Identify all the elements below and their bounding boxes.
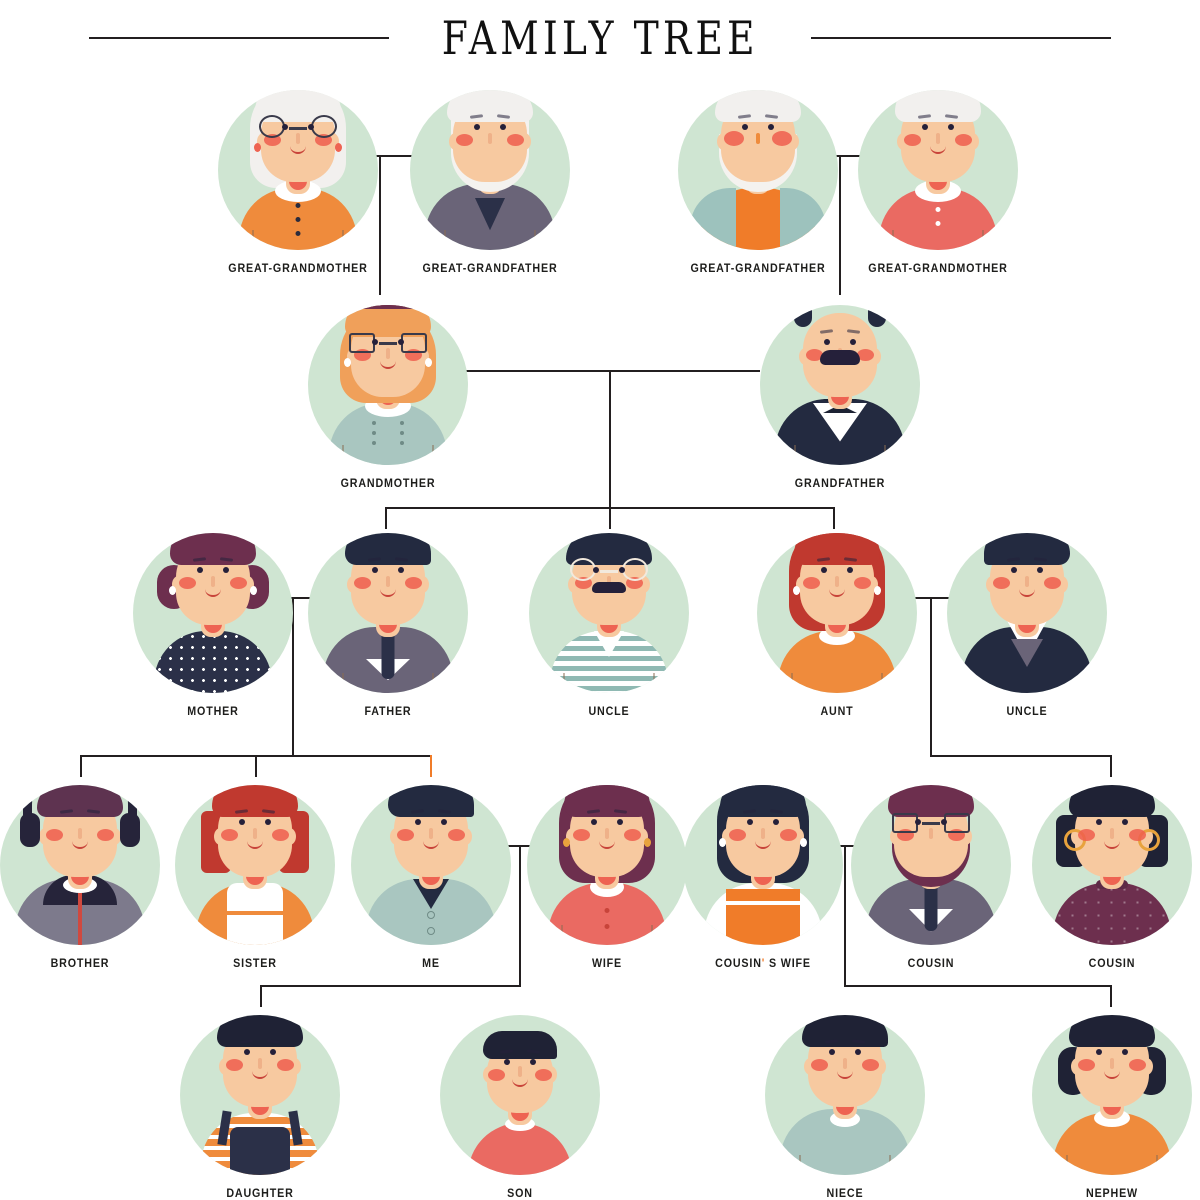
label-cousins-wife-prefix: COUSIN bbox=[715, 958, 762, 970]
connector-great-grandparents-left-drop bbox=[379, 155, 381, 295]
person-wife[interactable]: WIFE bbox=[527, 785, 687, 970]
avatar-me bbox=[351, 785, 511, 945]
connector-stub-uncle-left bbox=[609, 507, 611, 529]
connector-stub-father bbox=[385, 507, 387, 529]
avatar-aunt bbox=[757, 533, 917, 693]
avatar-sister bbox=[175, 785, 335, 945]
label-cousin-male: COUSIN bbox=[907, 958, 955, 970]
connector-cousin-couple-bar bbox=[820, 845, 872, 847]
label-son: SON bbox=[507, 1188, 533, 1200]
avatar-daughter bbox=[180, 1015, 340, 1175]
person-grandfather[interactable]: GRANDFATHER bbox=[760, 305, 920, 490]
page-title: FAMILY TREE bbox=[0, 8, 1200, 68]
avatar-mother bbox=[133, 533, 293, 693]
avatar-cousins-wife bbox=[683, 785, 843, 945]
connector-aunt-uncle-drop bbox=[930, 597, 932, 757]
avatar-uncle-right bbox=[947, 533, 1107, 693]
avatar-grandfather bbox=[760, 305, 920, 465]
avatar-grandmother bbox=[308, 305, 468, 465]
label-great-grandmother-right: GREAT-GRANDMOTHER bbox=[868, 263, 1008, 275]
title-rule-right bbox=[811, 37, 1112, 39]
avatar-brother bbox=[0, 785, 160, 945]
label-great-grandfather-left: GREAT-GRANDFATHER bbox=[422, 263, 558, 275]
person-cousins-wife[interactable]: COUSIN' S WIFE bbox=[683, 785, 843, 970]
title-rule-left bbox=[88, 37, 389, 39]
label-grandmother: GRANDMOTHER bbox=[340, 478, 436, 490]
avatar-great-grandfather-right bbox=[678, 90, 838, 250]
person-me[interactable]: ME bbox=[351, 785, 511, 970]
label-mother: MOTHER bbox=[187, 706, 239, 718]
connector-stub-nephew bbox=[1110, 985, 1112, 1007]
connector-stub-uncle-right bbox=[833, 507, 835, 529]
label-aunt: AUNT bbox=[820, 706, 854, 718]
label-daughter: DAUGHTER bbox=[226, 1188, 294, 1200]
avatar-cousin-female bbox=[1032, 785, 1192, 945]
person-sister[interactable]: SISTER bbox=[175, 785, 335, 970]
avatar-son bbox=[440, 1015, 600, 1175]
connector-mother-father-bar bbox=[268, 597, 328, 599]
connector-stub-cousin-female bbox=[1110, 755, 1112, 777]
person-aunt[interactable]: AUNT bbox=[757, 533, 917, 718]
label-nephew: NEPHEW bbox=[1086, 1188, 1138, 1200]
avatar-niece bbox=[765, 1015, 925, 1175]
label-me: ME bbox=[422, 958, 440, 970]
label-father: FATHER bbox=[364, 706, 412, 718]
connector-children-bus bbox=[260, 985, 520, 987]
connector-stub-brother bbox=[80, 755, 82, 777]
connector-me-wife-drop bbox=[519, 845, 521, 987]
person-cousin-male[interactable]: COUSIN bbox=[851, 785, 1011, 970]
person-grandmother[interactable]: GRANDMOTHER bbox=[308, 305, 468, 490]
person-nephew[interactable]: NEPHEW bbox=[1032, 1015, 1192, 1200]
label-uncle-right: UNCLE bbox=[1006, 706, 1048, 718]
connector-mother-father-drop bbox=[292, 597, 294, 757]
connector-stub-sister bbox=[255, 755, 257, 777]
label-uncle-left: UNCLE bbox=[588, 706, 630, 718]
avatar-nephew bbox=[1032, 1015, 1192, 1175]
avatar-great-grandmother-right bbox=[858, 90, 1018, 250]
page-title-text: FAMILY TREE bbox=[441, 11, 759, 65]
label-sister: SISTER bbox=[233, 958, 277, 970]
connector-grandparents-drop bbox=[609, 370, 611, 508]
person-great-grandfather-left[interactable]: GREAT-GRANDFATHER bbox=[410, 90, 570, 275]
connector-stub-me bbox=[430, 755, 432, 777]
avatar-wife bbox=[527, 785, 687, 945]
connector-cousin-children-bus bbox=[844, 985, 1112, 987]
avatar-great-grandmother-left bbox=[218, 90, 378, 250]
person-mother[interactable]: MOTHER bbox=[133, 533, 293, 718]
person-niece[interactable]: NIECE bbox=[765, 1015, 925, 1200]
label-wife: WIFE bbox=[591, 958, 623, 970]
label-grandfather: GRANDFATHER bbox=[794, 478, 886, 490]
label-niece: NIECE bbox=[826, 1188, 864, 1200]
avatar-father bbox=[308, 533, 468, 693]
label-cousins-wife: COUSIN' S WIFE bbox=[689, 958, 838, 970]
person-cousin-female[interactable]: COUSIN bbox=[1032, 785, 1192, 970]
person-daughter[interactable]: DAUGHTER bbox=[180, 1015, 340, 1200]
label-cousins-wife-suffix: S WIFE bbox=[768, 958, 811, 970]
avatar-great-grandfather-left bbox=[410, 90, 570, 250]
label-cousin-female: COUSIN bbox=[1088, 958, 1136, 970]
label-great-grandfather-right: GREAT-GRANDFATHER bbox=[690, 263, 826, 275]
person-great-grandfather-right[interactable]: GREAT-GRANDFATHER bbox=[678, 90, 838, 275]
connector-cousins-bus bbox=[930, 755, 1112, 757]
person-father[interactable]: FATHER bbox=[308, 533, 468, 718]
avatar-uncle-left bbox=[529, 533, 689, 693]
connector-me-wife-bar bbox=[495, 845, 547, 847]
person-great-grandmother-left[interactable]: GREAT-GRANDMOTHER bbox=[218, 90, 378, 275]
connector-stub-daughter bbox=[260, 985, 262, 1007]
person-uncle-left[interactable]: UNCLE bbox=[529, 533, 689, 718]
person-uncle-right[interactable]: UNCLE bbox=[947, 533, 1107, 718]
label-great-grandmother-left: GREAT-GRANDMOTHER bbox=[228, 263, 368, 275]
person-son[interactable]: SON bbox=[440, 1015, 600, 1200]
label-cousins-wife-apostrophe: ' bbox=[761, 958, 766, 970]
connector-cousin-couple-drop bbox=[844, 845, 846, 987]
connector-aunt-uncle-bar bbox=[908, 597, 968, 599]
person-great-grandmother-right[interactable]: GREAT-GRANDMOTHER bbox=[858, 90, 1018, 275]
avatar-cousin-male bbox=[851, 785, 1011, 945]
person-brother[interactable]: BROTHER bbox=[0, 785, 160, 970]
label-brother: BROTHER bbox=[50, 958, 110, 970]
connector-great-grandparents-right-drop bbox=[839, 155, 841, 295]
